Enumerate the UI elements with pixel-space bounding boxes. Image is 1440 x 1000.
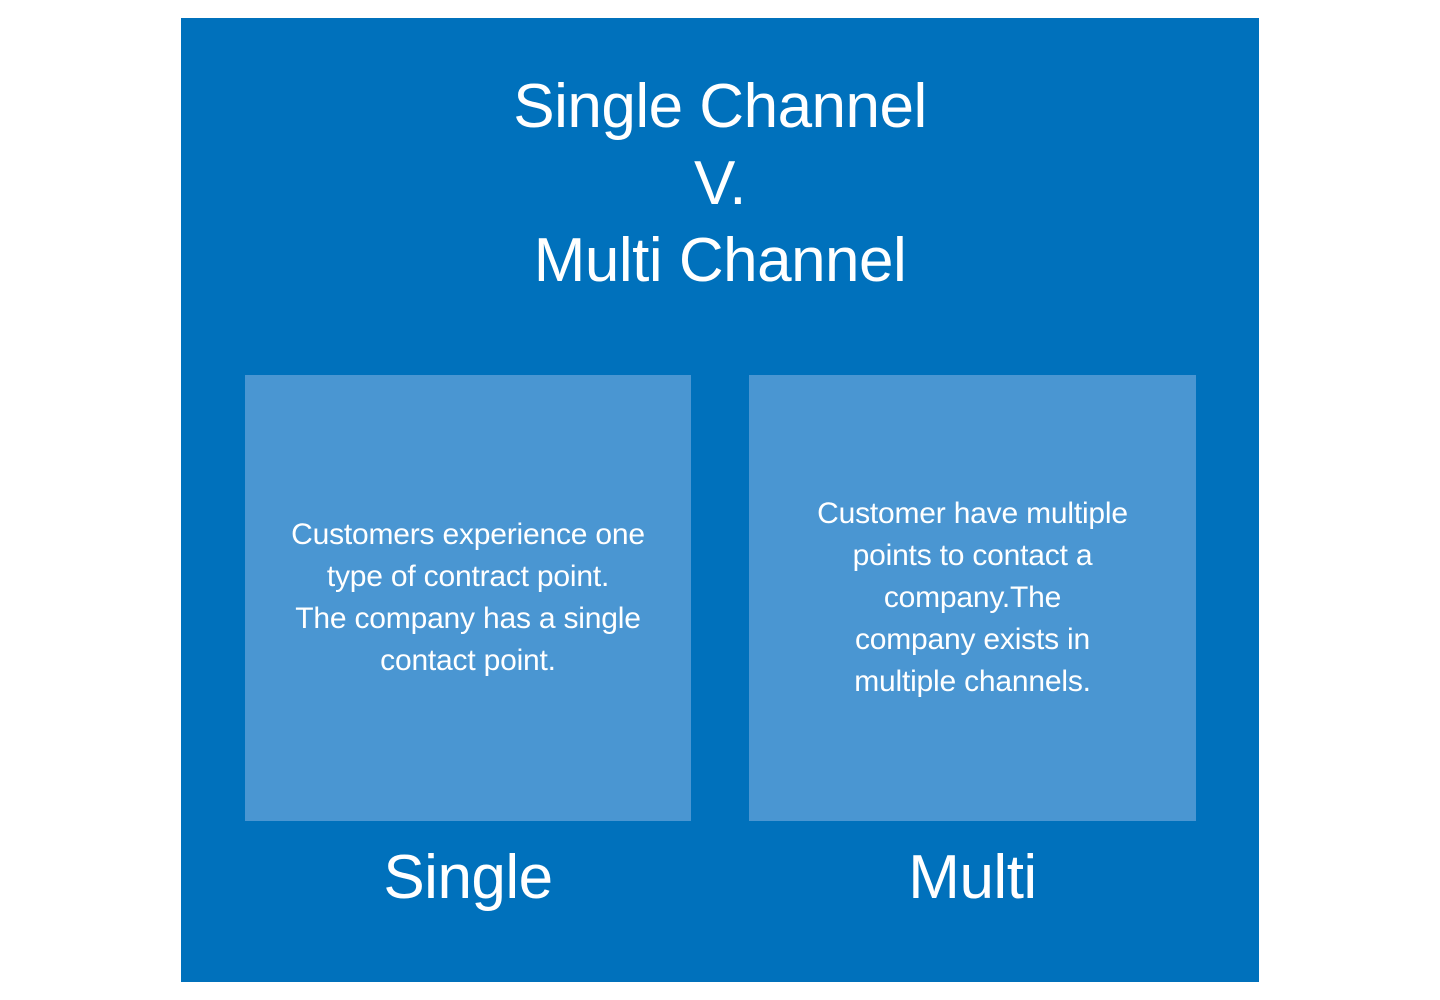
single-channel-card: Customers experience one type of contrac…: [245, 375, 691, 821]
multi-channel-description: Customer have multiple points to contact…: [817, 497, 1128, 698]
infographic-panel: Single Channel V. Multi Channel Customer…: [181, 18, 1259, 982]
single-channel-description: Customers experience one type of contrac…: [291, 518, 645, 677]
multi-caption: Multi: [908, 843, 1037, 912]
page-title: Single Channel V. Multi Channel: [513, 72, 927, 295]
multi-channel-card: Customer have multiple points to contact…: [749, 375, 1196, 821]
single-caption: Single: [383, 843, 553, 912]
